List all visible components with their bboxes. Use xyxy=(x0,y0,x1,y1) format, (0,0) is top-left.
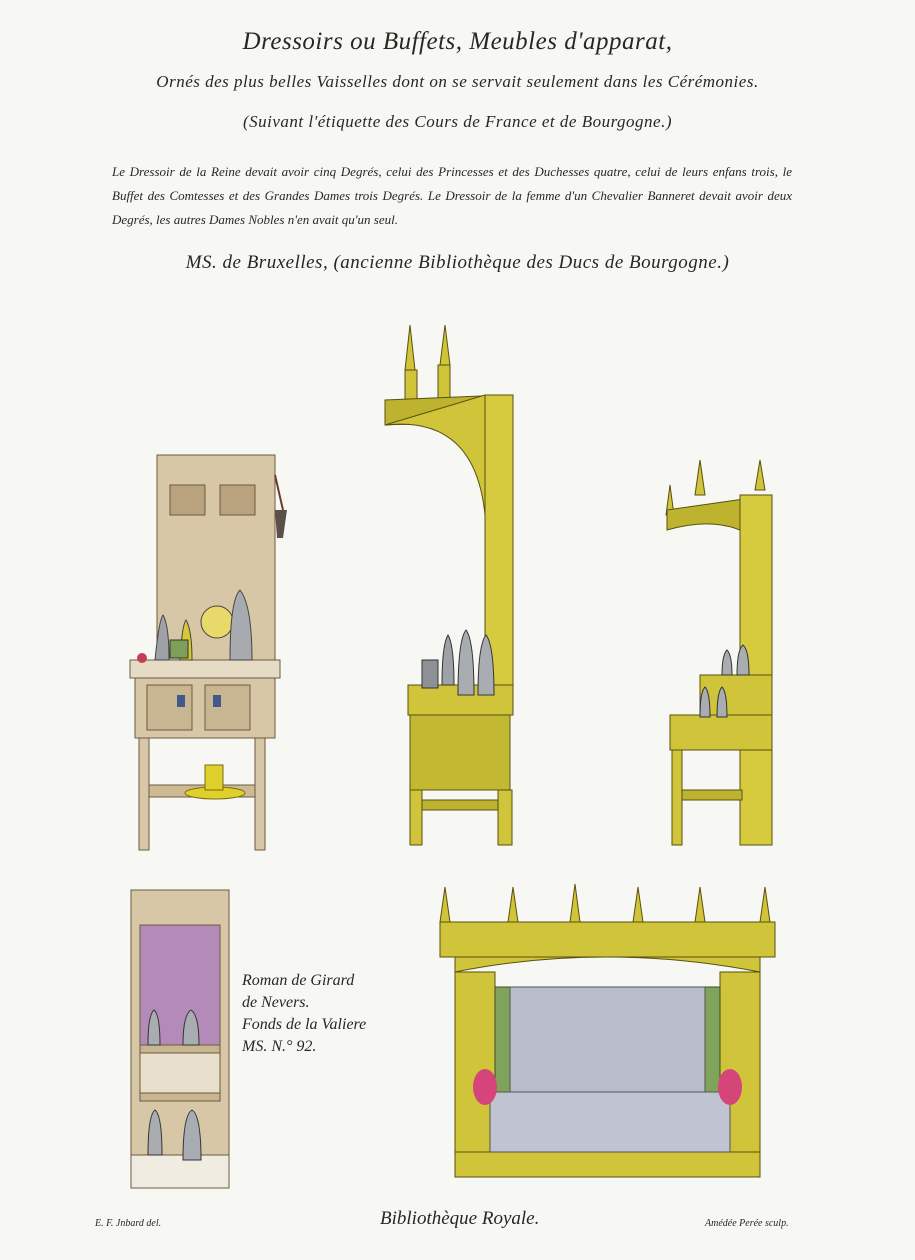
tall-gilt-dressoir-illustration xyxy=(384,325,514,846)
engraver-credit: Amédée Perée sculp. xyxy=(705,1218,789,1229)
plate-subtitle: Ornés des plus belles Vaisselles dont on… xyxy=(156,72,759,91)
library-credit: Bibliothèque Royale. xyxy=(380,1208,540,1229)
caption-line: Fonds de la Valiere xyxy=(242,1016,367,1033)
purple-cabinet-illustration xyxy=(130,889,230,1189)
canopied-bench-illustration xyxy=(439,883,776,1178)
caption-line: Roman de Girard xyxy=(242,972,355,989)
manuscript-reference: MS. de Bruxelles, (ancienne Bibliothèque… xyxy=(185,252,730,273)
small-gilt-dressoir-illustration xyxy=(665,459,773,846)
caption-line: de Nevers. xyxy=(242,994,310,1011)
caption-line: MS. N.° 92. xyxy=(242,1038,317,1055)
plate-title: Dressoirs ou Buffets, Meubles d'apparat, xyxy=(242,28,673,55)
draftsman-credit: E. F. Jnbard del. xyxy=(95,1218,162,1229)
cabinet-caption: Roman de Girard de Nevers. Fonds de la V… xyxy=(242,970,366,1058)
source-note: (Suivant l'étiquette des Cours de France… xyxy=(242,112,673,131)
description-paragraph: Le Dressoir de la Reine devait avoir cin… xyxy=(112,164,792,227)
tan-dressoir-illustration xyxy=(129,454,287,851)
